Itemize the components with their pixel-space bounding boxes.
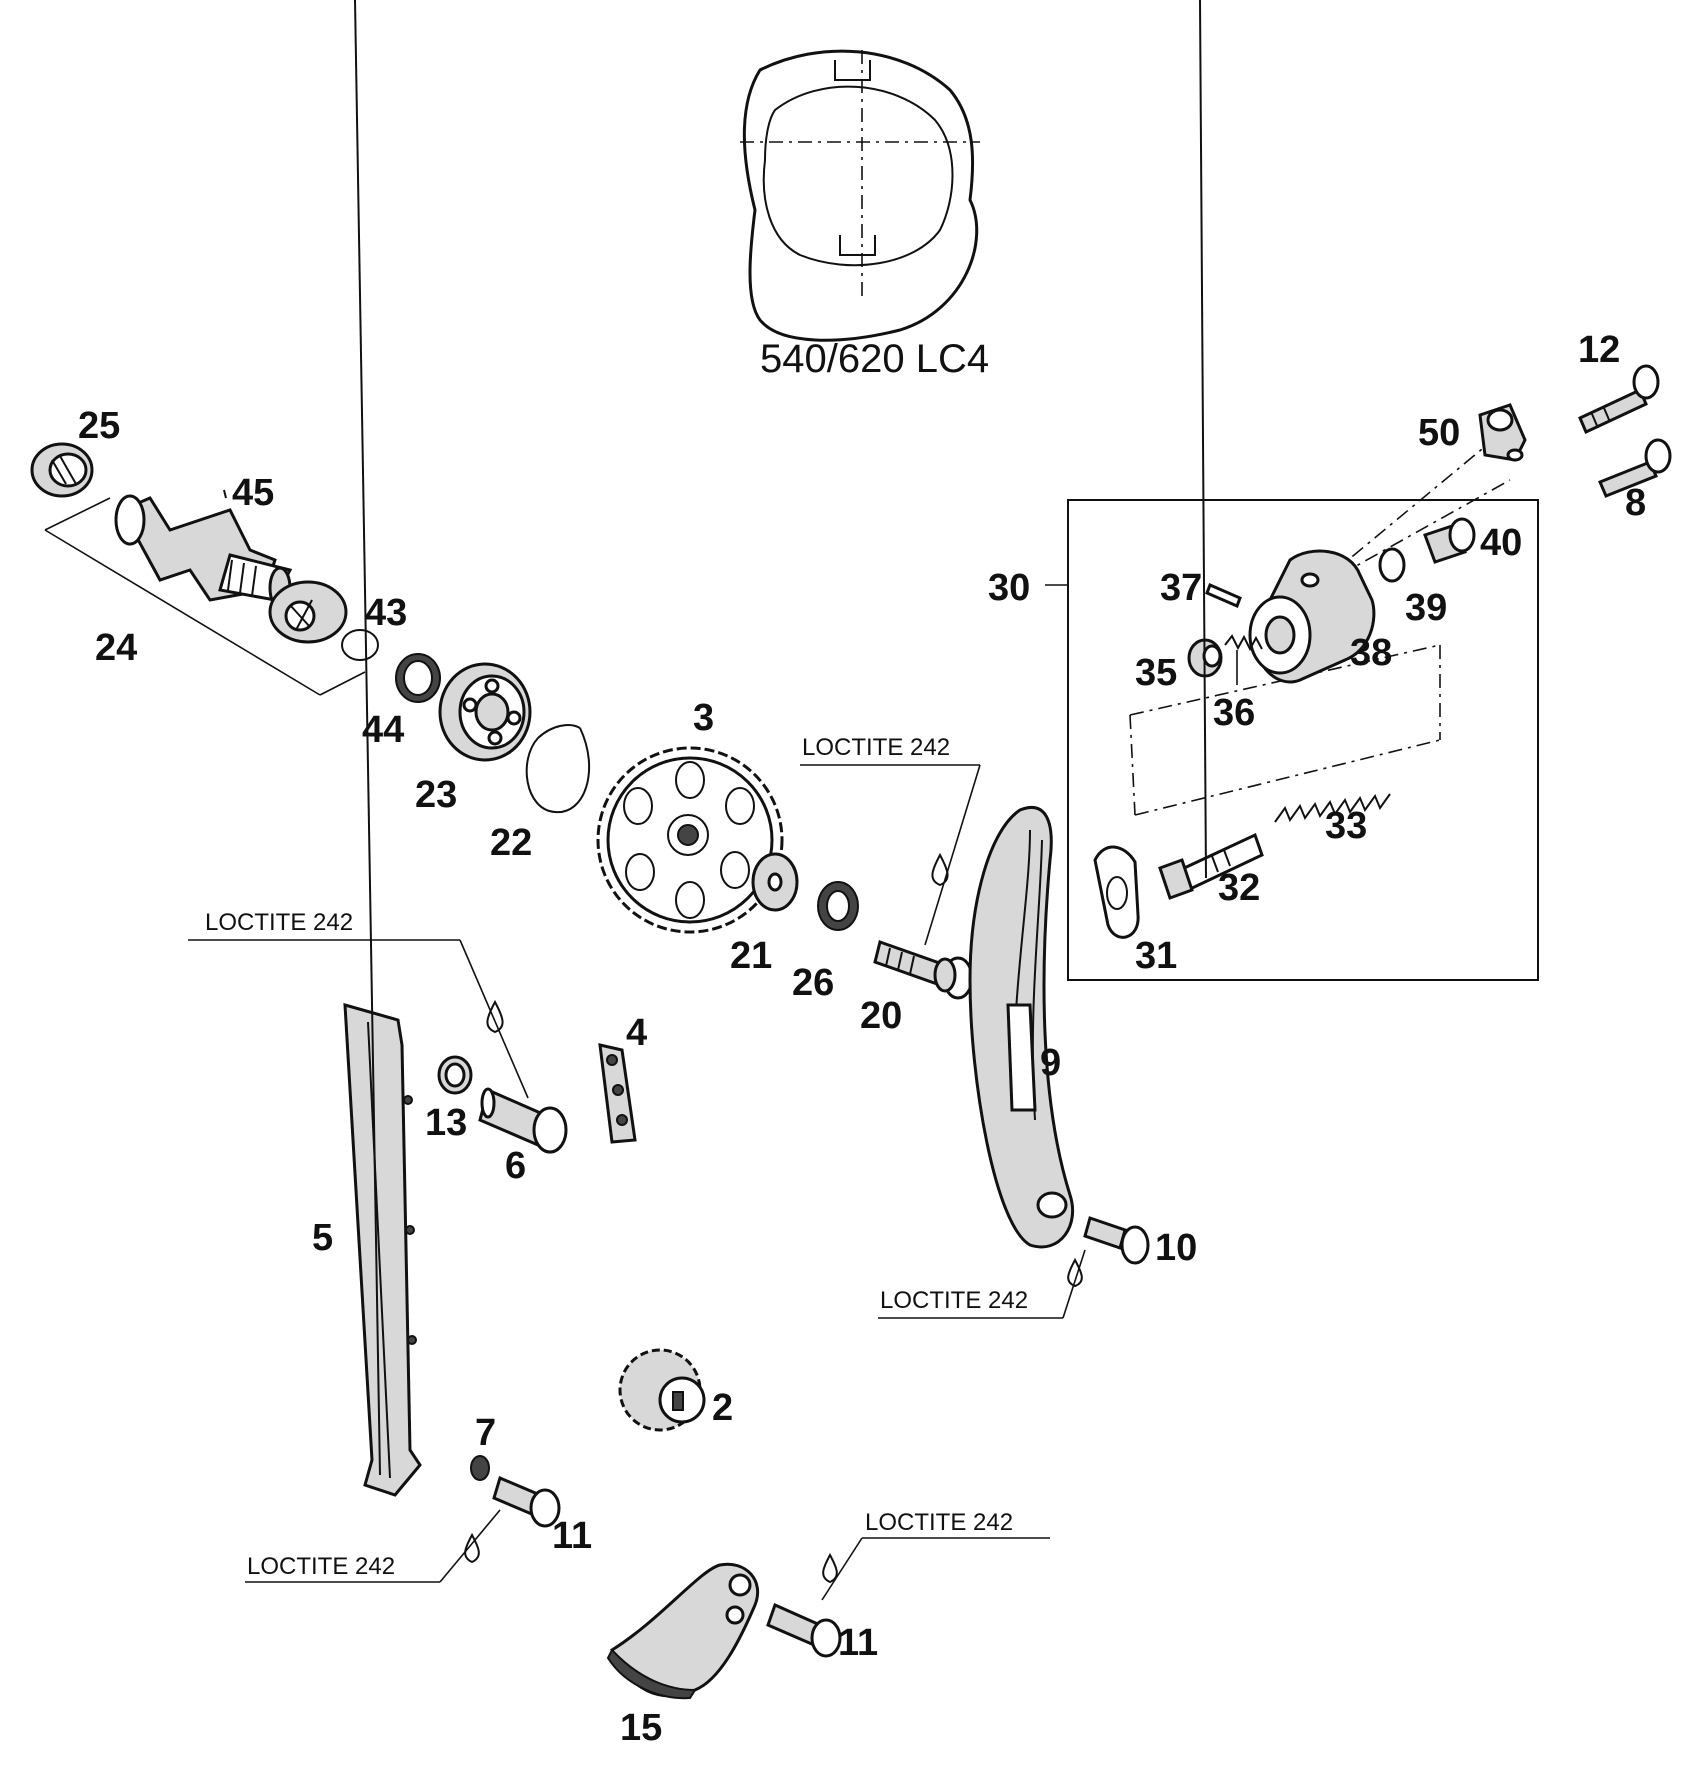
part-number-43: 43: [365, 592, 407, 634]
part-number-6: 6: [505, 1145, 526, 1187]
part-number-2: 2: [712, 1387, 733, 1429]
chain-link-part: [598, 1043, 637, 1144]
o-ring-part: [341, 629, 379, 661]
part-number-9: 9: [1040, 1042, 1061, 1084]
loctite-label: LOCTITE 242: [880, 1287, 1028, 1314]
part-number-11-right: 11: [838, 1622, 878, 1664]
screw-plug-part: [1423, 517, 1476, 564]
part-number-44: 44: [362, 709, 404, 751]
part-number-33: 33: [1325, 805, 1367, 847]
hex-bolt-part: [1598, 438, 1672, 498]
camshaft-sprocket-part: [596, 746, 784, 934]
lower-guide-rail-part: [606, 1562, 759, 1700]
part-number-20: 20: [860, 995, 902, 1037]
guide-pivot-bolt-part: [478, 1087, 568, 1154]
washer-part: [751, 852, 799, 912]
ball-bearing-part: [438, 662, 532, 762]
part-number-labels: 25 45 24 43 44 23 22 3 21 26 20 12 50 8 …: [78, 329, 1646, 1749]
crankshaft-sprocket-part: [618, 1348, 706, 1432]
tensioner-housing-part: [1248, 549, 1376, 684]
part-number-23: 23: [415, 774, 457, 816]
loctite-drop-icon: [1067, 1257, 1083, 1288]
camshaft-assembly: [30, 442, 591, 814]
part-number-3: 3: [693, 697, 714, 739]
needle-bearing-part: [30, 442, 94, 498]
dowel-part: [470, 1455, 490, 1481]
pivot-bolt-part: [873, 940, 974, 1000]
part-number-50: 50: [1418, 412, 1460, 454]
chain-guide-part: [343, 0, 422, 1497]
part-number-30: 30: [988, 567, 1030, 609]
camshaft-part: [114, 494, 293, 610]
part-number-38: 38: [1350, 632, 1392, 674]
loctite-label: LOCTITE 242: [205, 909, 353, 936]
part-number-22: 22: [490, 822, 532, 864]
part-number-5: 5: [312, 1217, 333, 1259]
loctite-label: LOCTITE 242: [802, 734, 950, 761]
loctite-label: LOCTITE 242: [865, 1509, 1013, 1536]
hex-bolt-part: [1578, 364, 1660, 435]
part-number-32: 32: [1218, 867, 1260, 909]
hex-bolt-part: [492, 1475, 561, 1528]
part-number-12: 12: [1578, 329, 1620, 371]
part-number-13: 13: [425, 1102, 467, 1144]
loctite-label: LOCTITE 242: [247, 1553, 395, 1580]
part-number-4: 4: [626, 1012, 647, 1054]
part-number-26: 26: [792, 962, 834, 1004]
part-number-11-left: 11: [552, 1515, 592, 1557]
part-number-24: 24: [95, 627, 137, 669]
loctite-drop-icon: [464, 1532, 480, 1564]
part-number-31: 31: [1135, 935, 1177, 977]
part-number-37: 37: [1160, 567, 1202, 609]
tensioner-spring-part: [1274, 793, 1391, 823]
part-number-35: 35: [1135, 652, 1177, 694]
hex-bolt-part: [766, 1602, 842, 1658]
tensioner-pin-part: [1205, 582, 1242, 609]
part-number-15: 15: [620, 1707, 662, 1749]
ratchet-disc-part: [268, 580, 348, 644]
sealing-washer-part: [1378, 547, 1406, 583]
part-number-36: 36: [1213, 692, 1255, 734]
part-number-40: 40: [1480, 522, 1522, 564]
loctite-drop-icon: [931, 852, 949, 887]
guide-washer-part: [437, 1055, 473, 1095]
lock-washer-part: [817, 881, 859, 931]
cylinder-head-outline: [740, 49, 980, 342]
model-label: 540/620 LC4: [760, 337, 989, 381]
part-number-8: 8: [1625, 482, 1646, 524]
tensioner-assembly-box: [1067, 499, 1539, 981]
part-number-45: 45: [232, 472, 274, 514]
small-spring-part: [1224, 634, 1263, 652]
clamp-part: [1478, 403, 1527, 462]
part-number-10: 10: [1155, 1227, 1197, 1269]
rail-bolt-part: [1083, 1216, 1150, 1265]
gasket-part: [1093, 845, 1140, 939]
pin-part: [223, 489, 227, 499]
tensioner-bolt-part: [1158, 0, 1264, 900]
part-number-7: 7: [475, 1412, 496, 1454]
loctite-drop-icon: [822, 1552, 838, 1584]
large-circlip-part: [525, 724, 591, 814]
part-number-39: 39: [1405, 587, 1447, 629]
tensioner-rail-part: [968, 806, 1075, 1249]
part-number-25: 25: [78, 405, 120, 447]
part-number-21: 21: [730, 935, 772, 977]
loctite-drop-icon: [486, 999, 504, 1034]
